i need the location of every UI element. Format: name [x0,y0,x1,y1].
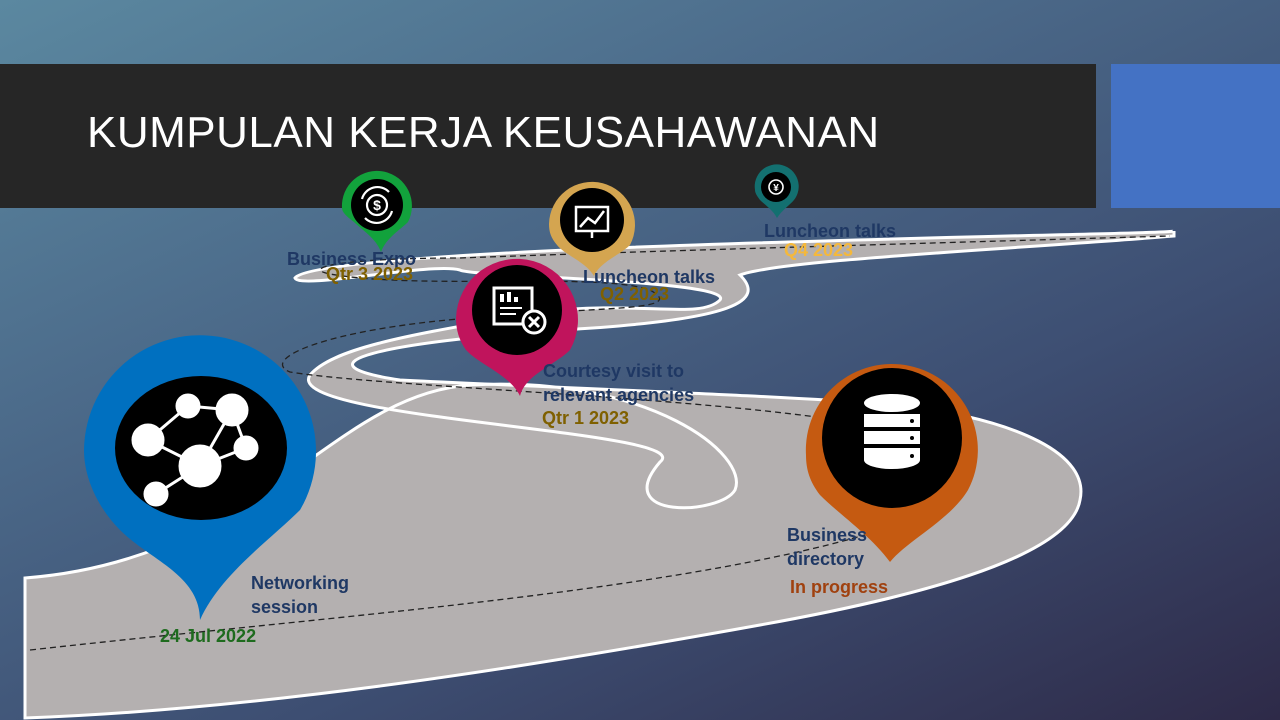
pin-networking [84,335,316,620]
document-cancel-icon [492,286,547,335]
pin-courtesy [456,258,578,396]
directory-label-line1: Business [787,525,868,545]
pin-luncheon-q4: ¥ [754,164,799,218]
pin-luncheon-q2 [549,181,635,276]
directory-label-line2: directory [787,549,865,569]
pin-expo: $ [341,170,412,252]
luncheon-q2-date: Q2 2023 [600,284,670,304]
directory-status: In progress [790,577,889,597]
courtesy-label-line2: relevant agencies [543,385,695,405]
networking-label: Networking session [251,571,349,619]
pin-directory [805,364,978,562]
slide-title: KUMPULAN KERJA KEUSAHAWANAN [87,108,880,157]
svg-text:¥: ¥ [773,183,779,194]
yen-exchange-icon: ¥ [768,179,784,195]
networking-date: 24 Jul 2022 [160,626,257,646]
luncheon-q4-label: Luncheon talks [764,221,897,241]
courtesy-label: Courtesy visit to relevant agencies [543,359,694,407]
accent-box [1111,64,1280,208]
presentation-chart-icon [574,205,610,238]
networking-label-line2: session [251,597,319,617]
networking-label-line1: Networking [251,573,350,593]
courtesy-date: Qtr 1 2023 [542,408,630,428]
network-people-icon [131,393,259,507]
luncheon-q2-label: Luncheon talks [583,267,716,287]
title-bar [0,64,1096,208]
expo-label: Business Expo [287,249,417,269]
luncheon-q4-date: Q4 2023 [784,240,854,260]
database-icon [864,394,920,469]
winding-road [23,229,1176,720]
directory-label: Business directory [787,523,867,571]
svg-text:$: $ [373,197,381,213]
money-exchange-icon: $ [360,186,394,224]
courtesy-label-line1: Courtesy visit to [543,361,685,381]
expo-date: Qtr 3 2023 [326,264,414,284]
